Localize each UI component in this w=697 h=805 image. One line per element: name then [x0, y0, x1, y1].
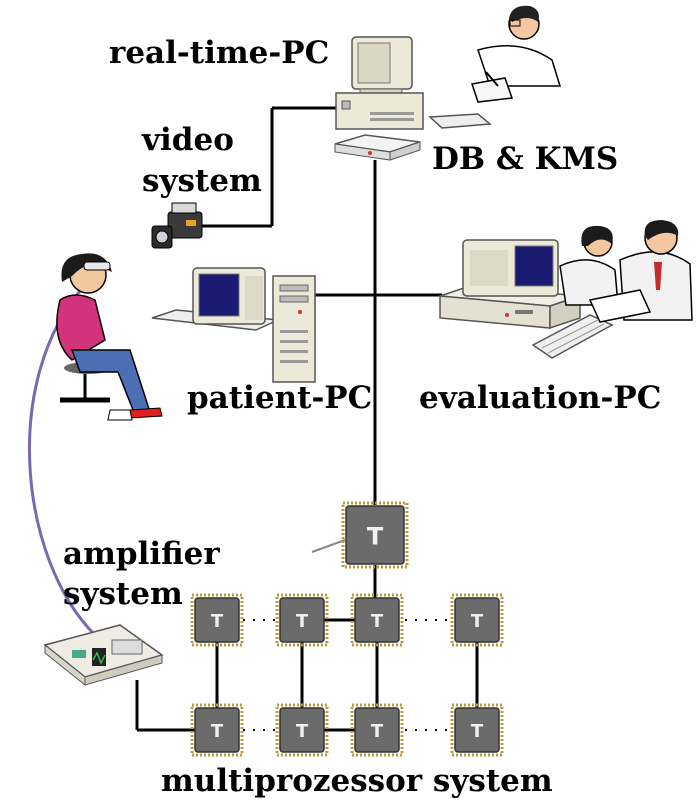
monitor-icon [462, 239, 559, 297]
processor-chip-icon: T [341, 501, 409, 569]
amplifier-label-line1: amplifier [63, 536, 220, 572]
chip-letter: T [211, 721, 224, 742]
multiprocessor-grid: T T T T T T T T T [190, 501, 504, 757]
evaluation-pc [439, 239, 614, 359]
monitor-icon [351, 36, 413, 96]
person-icon [56, 253, 163, 421]
chip-letter: T [371, 611, 384, 632]
network-hub-icon [334, 134, 421, 161]
processor-chip-icon: T [450, 703, 504, 757]
patient-pc [151, 267, 316, 383]
processor-chip-icon: T [275, 593, 329, 647]
keyboard-icon [428, 113, 492, 129]
chip-letter: T [296, 721, 309, 742]
processor-chip-icon: T [190, 593, 244, 647]
video-label-line2: system [142, 163, 262, 199]
computer-tower-icon [335, 92, 424, 130]
realtime-pc [334, 36, 492, 161]
processor-chip-icon: T [350, 593, 404, 647]
chip-letter: T [471, 721, 484, 742]
video-camera-icon [151, 202, 203, 249]
monitor-icon [192, 267, 266, 325]
multiprocessor-label: multiprozessor system [161, 763, 553, 799]
chip-letter: T [371, 721, 384, 742]
processor-chip-icon: T [190, 703, 244, 757]
keyboard-icon [531, 314, 614, 359]
db-kms-label: DB & KMS [432, 141, 619, 177]
amplifier-icon [43, 624, 164, 687]
dotted-links [243, 619, 452, 731]
processor-chip-icon: T [275, 703, 329, 757]
chip-letter: T [471, 611, 484, 632]
patient-pc-label: patient-PC [187, 380, 373, 416]
amplifier-label-line2: system [63, 576, 183, 612]
chip-letter: T [296, 611, 309, 632]
evaluation-pc-label: evaluation-PC [419, 380, 662, 416]
chip-letter: T [211, 611, 224, 632]
chip-letter: T [367, 522, 384, 550]
computer-tower-icon [272, 275, 316, 383]
person-icon [471, 5, 562, 103]
realtime-pc-label: real-time-PC [109, 35, 330, 71]
video-label-line1: video [142, 122, 234, 158]
chip-antenna [311, 539, 346, 553]
processor-chip-icon: T [450, 593, 504, 647]
processor-chip-icon: T [350, 703, 404, 757]
person-icon [588, 220, 693, 323]
person-icon [559, 225, 619, 306]
connection-lines [135, 106, 479, 732]
